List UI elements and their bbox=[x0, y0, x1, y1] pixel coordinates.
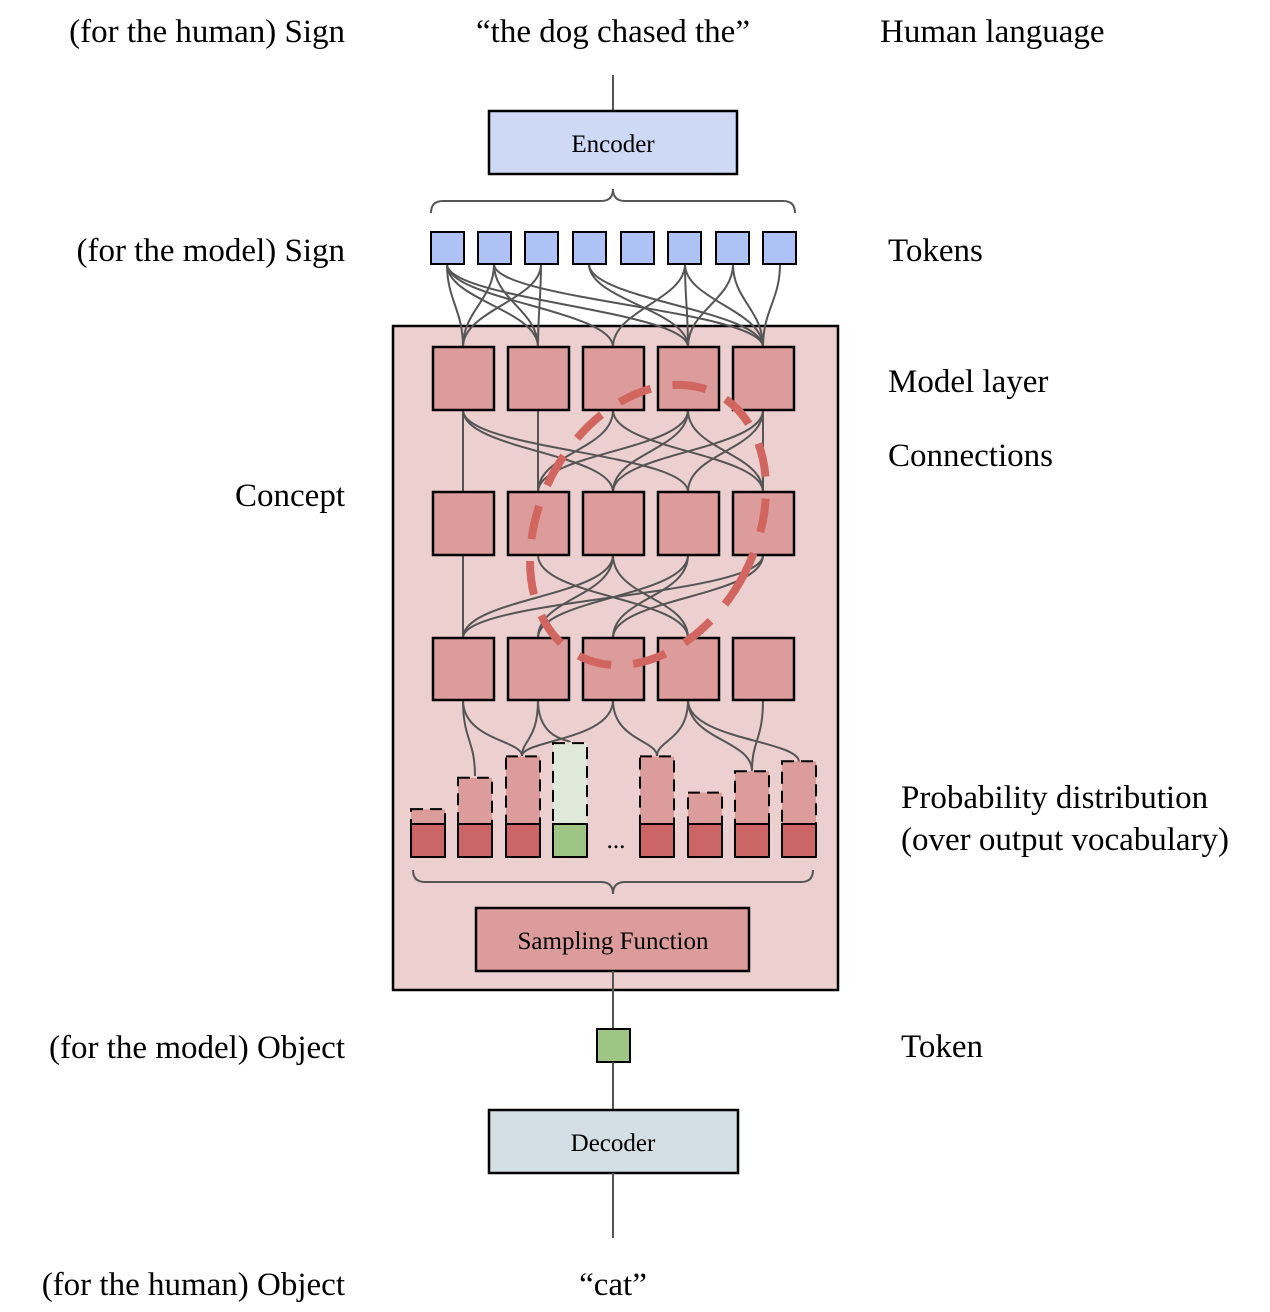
encoder-box bbox=[487, 109, 739, 176]
probability-ghost bbox=[639, 755, 675, 825]
probability-ghost bbox=[457, 776, 493, 825]
model-layer-2 bbox=[431, 490, 796, 557]
model-layer-1 bbox=[431, 345, 796, 412]
token bbox=[715, 231, 750, 265]
concept-circle bbox=[526, 380, 770, 670]
token-row bbox=[430, 231, 797, 265]
token bbox=[667, 231, 702, 265]
label-human-object: (for the human) Object bbox=[42, 1267, 345, 1303]
token bbox=[430, 231, 465, 265]
neuron bbox=[656, 345, 721, 412]
label-model-layer: Model layer bbox=[888, 364, 1048, 400]
encoder-label: Encoder bbox=[571, 131, 655, 158]
output-token bbox=[596, 1028, 631, 1063]
label-tokens: Tokens bbox=[888, 233, 983, 269]
label-model-object: (for the model) Object bbox=[49, 1030, 345, 1066]
label-probability-line1: Probability distribution bbox=[901, 780, 1208, 816]
probability-bar bbox=[457, 823, 493, 858]
neuron bbox=[431, 345, 496, 412]
vocabulary-ellipsis: ... bbox=[607, 827, 626, 854]
neuron bbox=[656, 490, 721, 557]
probability-ghost bbox=[410, 808, 446, 826]
probability-bar bbox=[505, 823, 541, 858]
input-text: “the dog chased the” bbox=[476, 14, 750, 50]
selected-probability-bar bbox=[552, 823, 588, 858]
label-token: Token bbox=[901, 1029, 983, 1065]
probability-distribution bbox=[410, 742, 817, 858]
neuron bbox=[431, 490, 496, 557]
layer1-layer2-connections bbox=[461, 409, 765, 493]
label-connections: Connections bbox=[888, 438, 1053, 474]
decoder-label: Decoder bbox=[571, 1130, 656, 1157]
probability-bar bbox=[734, 823, 770, 858]
label-human-language: Human language bbox=[880, 14, 1105, 50]
probability-ghost bbox=[687, 791, 723, 826]
label-concept: Concept bbox=[235, 478, 345, 514]
distribution-brace bbox=[412, 869, 814, 895]
probability-bar bbox=[410, 823, 446, 858]
probability-ghost bbox=[734, 770, 770, 826]
sampling-function-label: Sampling Function bbox=[518, 928, 709, 955]
probability-bar bbox=[781, 823, 817, 858]
probability-bar bbox=[639, 823, 675, 858]
probability-ghost bbox=[505, 755, 541, 825]
sampling-function-box bbox=[474, 906, 751, 973]
neuron bbox=[506, 636, 571, 702]
token bbox=[477, 231, 512, 265]
token bbox=[524, 231, 559, 265]
encoder-brace bbox=[430, 188, 796, 214]
neuron bbox=[731, 345, 796, 412]
neuron bbox=[506, 490, 571, 557]
neuron bbox=[506, 345, 571, 412]
probability-bar bbox=[687, 823, 723, 858]
neuron bbox=[731, 636, 796, 702]
label-human-sign: (for the human) Sign bbox=[69, 14, 345, 50]
token bbox=[620, 231, 655, 265]
probability-ghost bbox=[781, 760, 817, 825]
label-model-sign: (for the model) Sign bbox=[76, 233, 345, 269]
neuron bbox=[431, 636, 496, 702]
token bbox=[762, 231, 797, 265]
selected-probability-ghost bbox=[552, 742, 588, 826]
label-probability-line2: (over output vocabulary) bbox=[901, 822, 1229, 858]
neuron bbox=[581, 345, 646, 412]
token-connections bbox=[446, 263, 781, 348]
neuron bbox=[581, 490, 646, 557]
neuron bbox=[656, 636, 721, 702]
neuron bbox=[581, 636, 646, 702]
output-text: “cat” bbox=[579, 1267, 647, 1303]
output-connections bbox=[462, 699, 800, 777]
model-layer-3 bbox=[431, 636, 796, 702]
token bbox=[572, 231, 607, 265]
decoder-box bbox=[487, 1108, 740, 1175]
